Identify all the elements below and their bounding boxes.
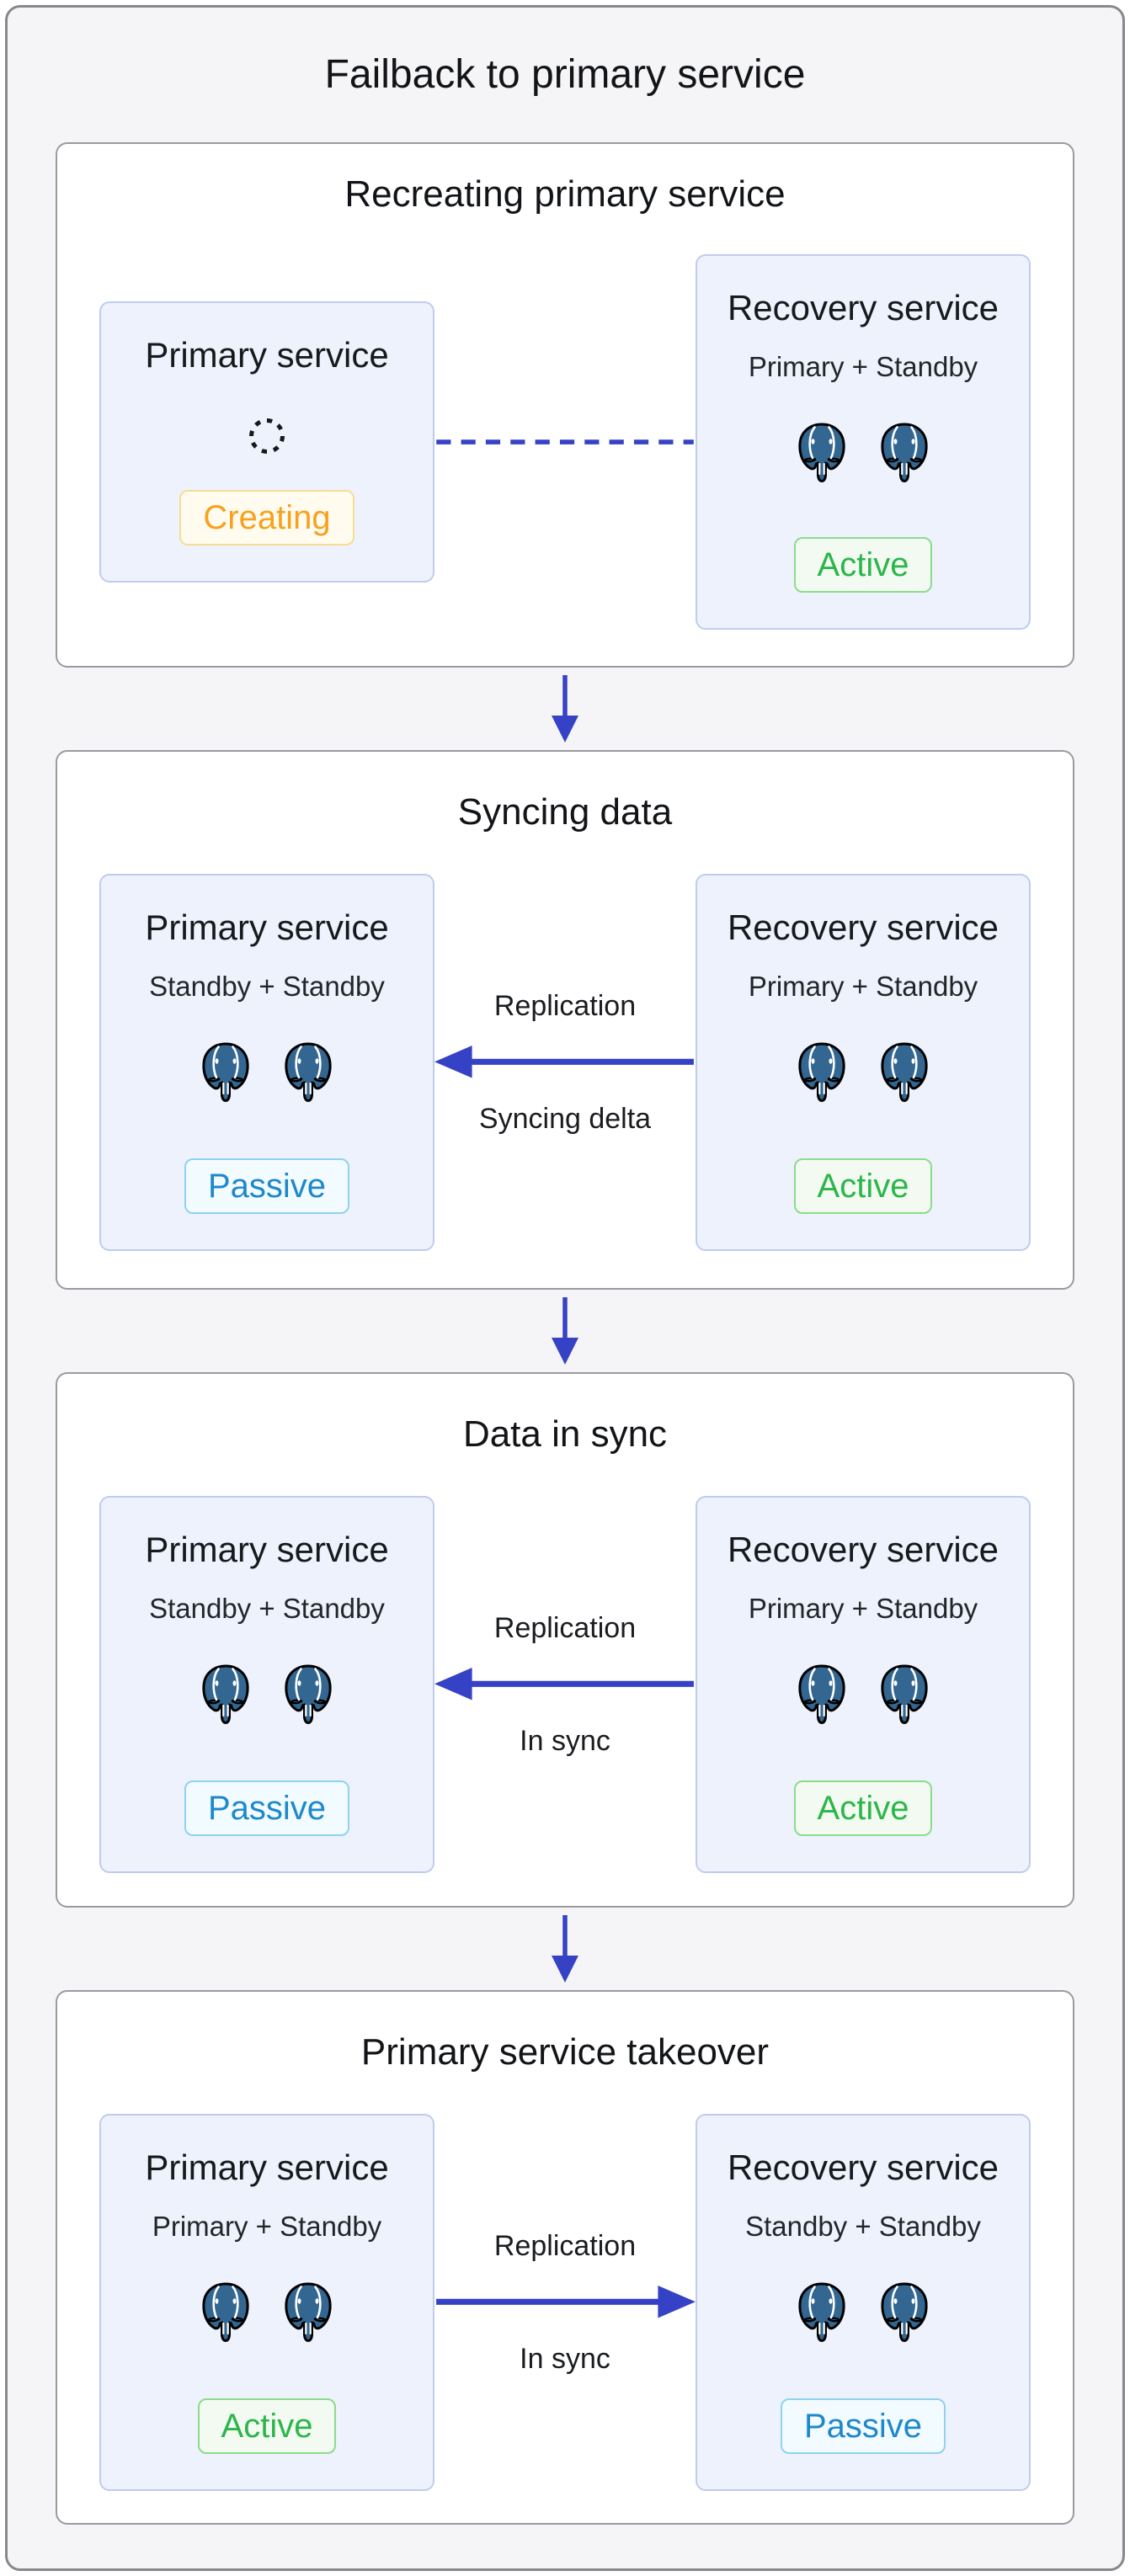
connector-label-replication: Replication [493,989,637,1022]
recovery-service-card: Recovery service Primary + Standby Activ… [696,254,1031,630]
connector-label-sync-state: In sync [520,1725,610,1758]
recovery-service-card: Recovery service Primary + Standby Activ… [696,1496,1031,1873]
status-badge-active: Active [793,1780,933,1836]
stage-flow [549,668,581,750]
diagram-frame: Failback to primary service Recreating p… [5,5,1125,2571]
card-subtitle: Standby + Standby [149,971,385,1002]
down-arrow-icon [552,675,578,742]
connector-label-sync-state: Syncing delta [478,1103,652,1136]
postgresql-elephant-icon [202,2282,249,2342]
replication-connector: Replication In sync [434,1496,696,1873]
postgresql-elephant-icon [798,1042,845,1102]
postgresql-elephant-icon [202,1664,249,1724]
status-badge-passive: Passive [184,1158,350,1214]
status-badge-creating: Creating [179,490,354,546]
card-subtitle: Primary + Standby [152,2211,382,2242]
replication-arrow-left-icon [434,1045,694,1078]
stage-data-in-sync: Data in sync Primary service Standby + S… [56,1372,1074,1908]
status-badge-passive: Passive [184,1780,350,1836]
loading-spinner-icon [245,414,289,458]
stage-title: Syncing data [457,791,673,833]
card-title: Primary service [145,907,389,947]
status-badge-active: Active [793,1158,933,1214]
replication-connector: Replication In sync [434,2114,696,2491]
database-nodes [795,421,931,485]
recovery-service-card: Recovery service Standby + Standby Passi… [696,2114,1031,2491]
stage-title: Recreating primary service [344,173,786,215]
down-arrow-icon [552,1915,578,1983]
down-arrow-icon [552,1297,578,1365]
dashed-link-line-icon [436,439,694,444]
postgresql-elephant-icon [285,1042,332,1102]
connector-label-replication: Replication [493,1611,637,1644]
replication-arrow-right-icon [436,2285,696,2318]
stage-flow [549,1290,581,1372]
card-subtitle: Standby + Standby [149,1593,385,1624]
card-subtitle: Primary + Standby [748,971,978,1002]
stage-recreating-primary-service: Recreating primary service Primary servi… [56,142,1074,668]
postgresql-elephant-icon [798,1664,845,1724]
primary-service-card: Primary service Creating [99,301,434,583]
postgresql-elephant-icon [881,423,928,482]
card-title: Recovery service [727,288,999,327]
status-badge-active: Active [197,2398,337,2454]
postgresql-elephant-icon [285,2282,332,2342]
connector-label-sync-state: In sync [520,2343,610,2376]
card-title: Primary service [145,2148,389,2187]
stage-syncing-data: Syncing data Primary service Standby + S… [56,750,1074,1290]
database-nodes [795,2281,931,2344]
replication-connector: Replication Syncing delta [434,874,696,1251]
card-title: Primary service [145,1530,389,1569]
database-nodes [199,2281,335,2344]
card-title: Recovery service [727,907,999,947]
status-badge-passive: Passive [780,2398,946,2454]
card-subtitle: Standby + Standby [745,2211,981,2242]
postgresql-elephant-icon [798,2282,845,2342]
card-title: Recovery service [727,2148,999,2187]
primary-service-card: Primary service Primary + Standby Active [99,2114,434,2491]
database-nodes [199,1663,335,1727]
card-title: Primary service [145,335,389,375]
card-title: Recovery service [727,1530,999,1569]
card-subtitle: Primary + Standby [748,351,978,382]
card-subtitle: Primary + Standby [748,1593,978,1624]
stage-title: Primary service takeover [360,2031,770,2073]
database-nodes [795,1041,931,1104]
postgresql-elephant-icon [202,1042,249,1102]
postgresql-elephant-icon [881,1042,928,1102]
replication-arrow-left-icon [434,1667,694,1700]
connector-label-replication: Replication [493,2229,637,2262]
stage-flow [549,1908,581,1990]
status-badge-active: Active [793,537,933,593]
link-connector [434,254,696,630]
page-title: Failback to primary service [324,52,806,97]
postgresql-elephant-icon [285,1664,332,1724]
database-nodes [199,1041,335,1104]
stage-primary-service-takeover: Primary service takeover Primary service… [56,1990,1074,2525]
postgresql-elephant-icon [881,2282,928,2342]
stage-title: Data in sync [462,1413,668,1455]
database-nodes [795,1663,931,1727]
primary-service-card: Primary service Standby + Standby Passiv… [99,874,434,1251]
postgresql-elephant-icon [881,1664,928,1724]
primary-service-card: Primary service Standby + Standby Passiv… [99,1496,434,1873]
recovery-service-card: Recovery service Primary + Standby Activ… [696,874,1031,1251]
postgresql-elephant-icon [798,423,845,482]
